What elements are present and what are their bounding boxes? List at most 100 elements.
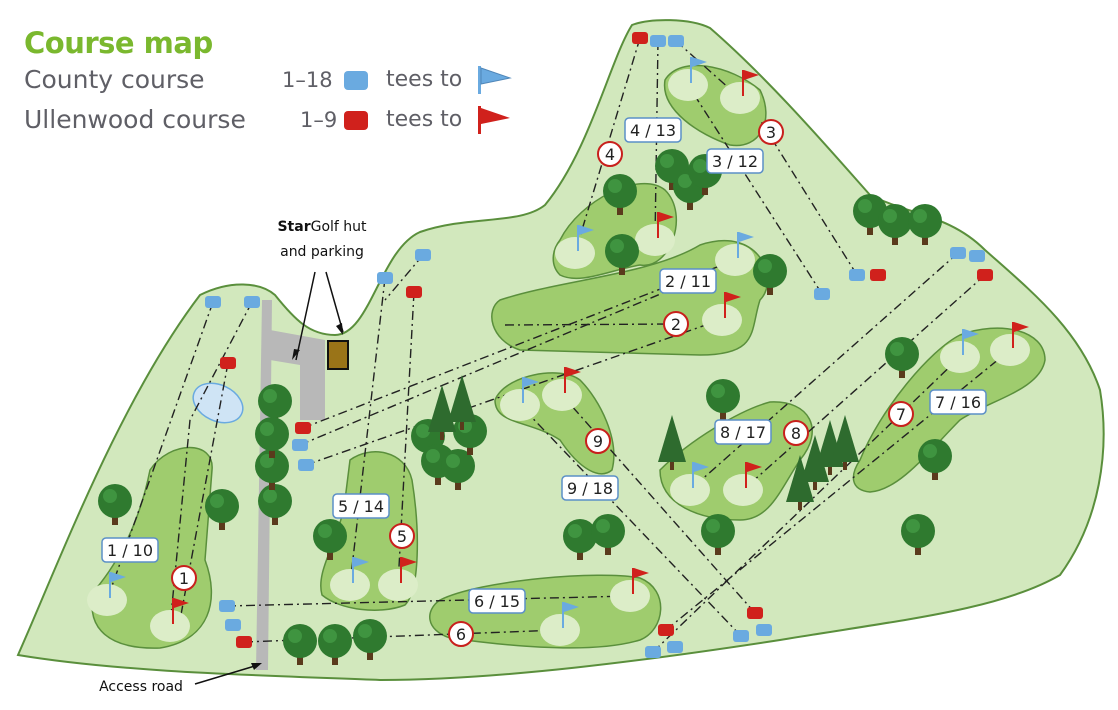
blue-tee-marker <box>969 250 985 262</box>
blue-tee-marker <box>415 249 431 261</box>
tree-icon <box>255 417 289 458</box>
ullenwood-hole-marker: 2 <box>663 311 689 337</box>
legend: Course map County course 1–18 tees to Ul… <box>24 26 524 140</box>
ullenwood-hole-marker: 1 <box>171 565 197 591</box>
pine-tree-icon <box>801 435 829 490</box>
stargolf-hut <box>327 340 349 370</box>
blue-flag-icon <box>577 225 594 251</box>
red-flag-icon <box>742 70 759 96</box>
blue-tee-marker <box>292 439 308 451</box>
tree-icon <box>605 234 639 275</box>
access-road-annotation: Access road <box>99 663 262 695</box>
county-hole-label: 3 / 12 <box>706 148 764 174</box>
red-tee-marker <box>406 286 422 298</box>
blue-tee-marker <box>377 272 393 284</box>
red-tee-swatch <box>344 111 368 130</box>
tree-icon <box>878 204 912 245</box>
red-tee-marker <box>295 422 311 434</box>
blue-tee-marker <box>814 288 830 300</box>
blue-flag-icon <box>737 232 754 258</box>
blue-tee-marker <box>645 646 661 658</box>
red-flag-icon <box>400 557 417 583</box>
county-hole-label: 7 / 16 <box>929 389 987 415</box>
ullenwood-hole-marker: 7 <box>888 401 914 427</box>
legend-ullenwood-tees: tees to <box>386 107 463 132</box>
tree-icon <box>918 439 952 480</box>
blue-tee-marker <box>298 459 314 471</box>
ullenwood-hole-text: 1 <box>179 569 189 588</box>
tree-icon <box>885 337 919 378</box>
green <box>668 69 708 101</box>
tree-icon <box>591 514 625 555</box>
blue-flag-icon <box>562 602 579 628</box>
green <box>723 474 763 506</box>
play-line <box>687 84 823 295</box>
blue-tee-marker <box>225 619 241 631</box>
hut-label-line2: and parking <box>280 244 364 260</box>
blue-flag-icon <box>478 66 512 94</box>
tree-icon <box>258 384 292 425</box>
ullenwood-hole-marker: 5 <box>389 523 415 549</box>
ullenwood-hole-text: 8 <box>791 424 801 443</box>
green <box>720 82 760 114</box>
ullenwood-hole-text: 6 <box>456 625 466 644</box>
blue-flag-icon <box>522 377 539 403</box>
tree-icon <box>753 254 787 295</box>
red-tee-marker <box>870 269 886 281</box>
red-flag-icon <box>478 106 510 134</box>
red-flag-icon <box>724 292 741 318</box>
green <box>715 244 755 276</box>
red-tee-marker <box>747 607 763 619</box>
tree-icon <box>318 624 352 665</box>
play-line <box>759 119 858 276</box>
green <box>940 341 980 373</box>
ullenwood-hole-marker: 3 <box>758 119 784 145</box>
blue-flag-icon <box>690 57 707 83</box>
tree-icon <box>441 449 475 490</box>
pine-tree-icon <box>658 415 686 470</box>
play-line <box>305 319 721 466</box>
play-line <box>742 274 986 491</box>
tree-icon <box>908 204 942 245</box>
play-line <box>689 252 959 491</box>
legend-ullenwood-name: Ullenwood course <box>24 105 246 134</box>
red-tee-marker <box>236 636 252 648</box>
ullenwood-hole-marker: 9 <box>585 428 611 454</box>
blue-tee-marker <box>205 296 221 308</box>
green <box>330 569 370 601</box>
county-hole-text: 3 / 12 <box>712 152 758 171</box>
play-line <box>652 356 961 653</box>
county-hole-label: 4 / 13 <box>624 117 682 143</box>
green <box>150 610 190 642</box>
county-hole-text: 1 / 10 <box>107 541 153 560</box>
county-hole-label: 1 / 10 <box>101 537 159 563</box>
red-flag-icon <box>564 367 581 393</box>
blue-flag-icon <box>692 462 709 488</box>
county-hole-text: 8 / 17 <box>720 423 766 442</box>
ullenwood-hole-text: 4 <box>605 145 615 164</box>
blue-tee-marker <box>849 269 865 281</box>
green <box>87 584 127 616</box>
access-road-label: Access road <box>99 679 183 695</box>
play-line <box>397 291 415 586</box>
legend-ullenwood-range: 1–9 <box>300 108 338 132</box>
blue-tee-marker <box>733 630 749 642</box>
tree-icon <box>258 484 292 525</box>
red-flag-icon <box>632 568 649 594</box>
red-tee-marker <box>220 357 236 369</box>
tree-icon <box>901 514 935 555</box>
county-hole-label: 8 / 17 <box>714 419 772 445</box>
green <box>542 379 582 411</box>
red-tee-marker <box>977 269 993 281</box>
county-hole-label: 5 / 14 <box>332 493 390 519</box>
ullenwood-hole-text: 5 <box>397 527 407 546</box>
tree-icon <box>283 624 317 665</box>
county-hole-text: 9 / 18 <box>567 479 613 498</box>
legend-county: County course 1–18 tees to <box>24 60 524 100</box>
red-tee-marker <box>658 624 674 636</box>
green <box>635 224 675 256</box>
ullenwood-hole-text: 9 <box>593 432 603 451</box>
tree-icon <box>98 484 132 525</box>
county-hole-label: 9 / 18 <box>561 475 619 501</box>
